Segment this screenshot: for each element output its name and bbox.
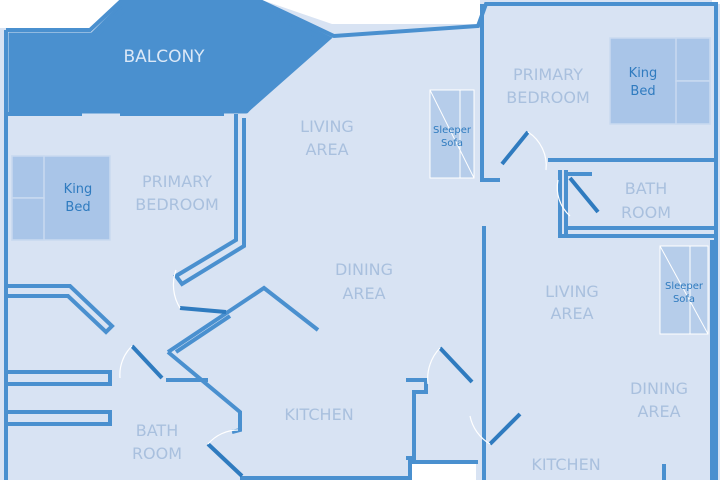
sleeper-sofa-right: Sleeper Sofa (659, 245, 709, 335)
bed-left: King Bed (11, 155, 111, 241)
bath-room-left-label-1: BATH (136, 421, 178, 440)
bed-left-label-2: Bed (65, 200, 90, 215)
bed-left-label-1: King (64, 182, 93, 197)
wall-bath-mid (6, 410, 112, 426)
door-closet-left (130, 344, 164, 380)
outside-top-mid (262, 0, 480, 24)
door-swing-closet-left (119, 345, 133, 379)
bath-room-right-label-1: BATH (625, 179, 667, 198)
living-area-right-label-2: AREA (550, 304, 593, 323)
door-entry-right (488, 412, 522, 446)
wall-kitchen-bottom (240, 460, 478, 480)
outside-top-left (0, 0, 120, 28)
outside-bottom-gap (410, 462, 476, 480)
sofa-left-label-2: Sofa (441, 138, 463, 149)
dining-area-left-label-2: AREA (342, 284, 385, 303)
bath-room-left-label-2: ROOM (132, 444, 182, 463)
balcony-label: BALCONY (123, 47, 205, 67)
wall-kitchen-left-2 (174, 314, 232, 354)
wall-kitchen-left (166, 285, 320, 354)
door-swing-bath-left (207, 429, 239, 445)
wall-center-step (406, 378, 428, 460)
door-bath-left (206, 442, 244, 478)
living-area-right-label-1: LIVING (545, 282, 599, 301)
wall-bedroom-left-bottom (6, 284, 115, 335)
bed-right: King Bed (609, 37, 711, 125)
sofa-right-label-1: Sleeper (665, 281, 704, 292)
primary-bedroom-left-label-1: PRIMARY (142, 172, 212, 191)
door-entry-mid (438, 346, 474, 384)
living-area-left-label-1: LIVING (300, 117, 354, 136)
primary-bedroom-right-label-1: PRIMARY (513, 65, 583, 84)
primary-bedroom-left-label-2: BEDROOM (135, 195, 219, 214)
sleeper-sofa-left: Sleeper Sofa (429, 89, 475, 179)
wall-balcony-right (244, 94, 262, 114)
door-bedroom-right (500, 130, 530, 166)
kitchen-right-label: KITCHEN (531, 455, 600, 474)
bed-right-label-1: King (629, 66, 658, 81)
door-bath-right (568, 176, 600, 214)
door-swing-bedroom-left (172, 269, 181, 309)
wall-center-top (480, 4, 500, 182)
dining-area-right-label-2: AREA (637, 402, 680, 421)
bath-room-right-label-2: ROOM (621, 203, 671, 222)
outer-wall-top-left (6, 0, 718, 480)
sofa-right-label-2: Sofa (673, 294, 695, 305)
wall-right-bath (558, 170, 716, 238)
dining-area-right-label-1: DINING (630, 379, 688, 398)
door-bedroom-left (179, 306, 227, 314)
primary-bedroom-right-label-2: BEDROOM (506, 88, 590, 107)
dining-area-left-label-1: DINING (335, 260, 393, 279)
door-swing-bath-right (556, 179, 571, 217)
wall-bedroom-left-right (173, 114, 246, 287)
wall-bath-top (6, 370, 112, 386)
kitchen-left-label: KITCHEN (284, 405, 353, 424)
door-swing-bedroom-right (527, 131, 547, 171)
sofa-left-label-1: Sleeper (433, 125, 472, 136)
bed-right-label-2: Bed (630, 84, 655, 99)
door-swing-entry-right (469, 415, 491, 445)
outer-wall-inner-top (12, 8, 327, 42)
door-swing-entry-mid (427, 347, 441, 385)
living-area-left-label-2: AREA (305, 140, 348, 159)
